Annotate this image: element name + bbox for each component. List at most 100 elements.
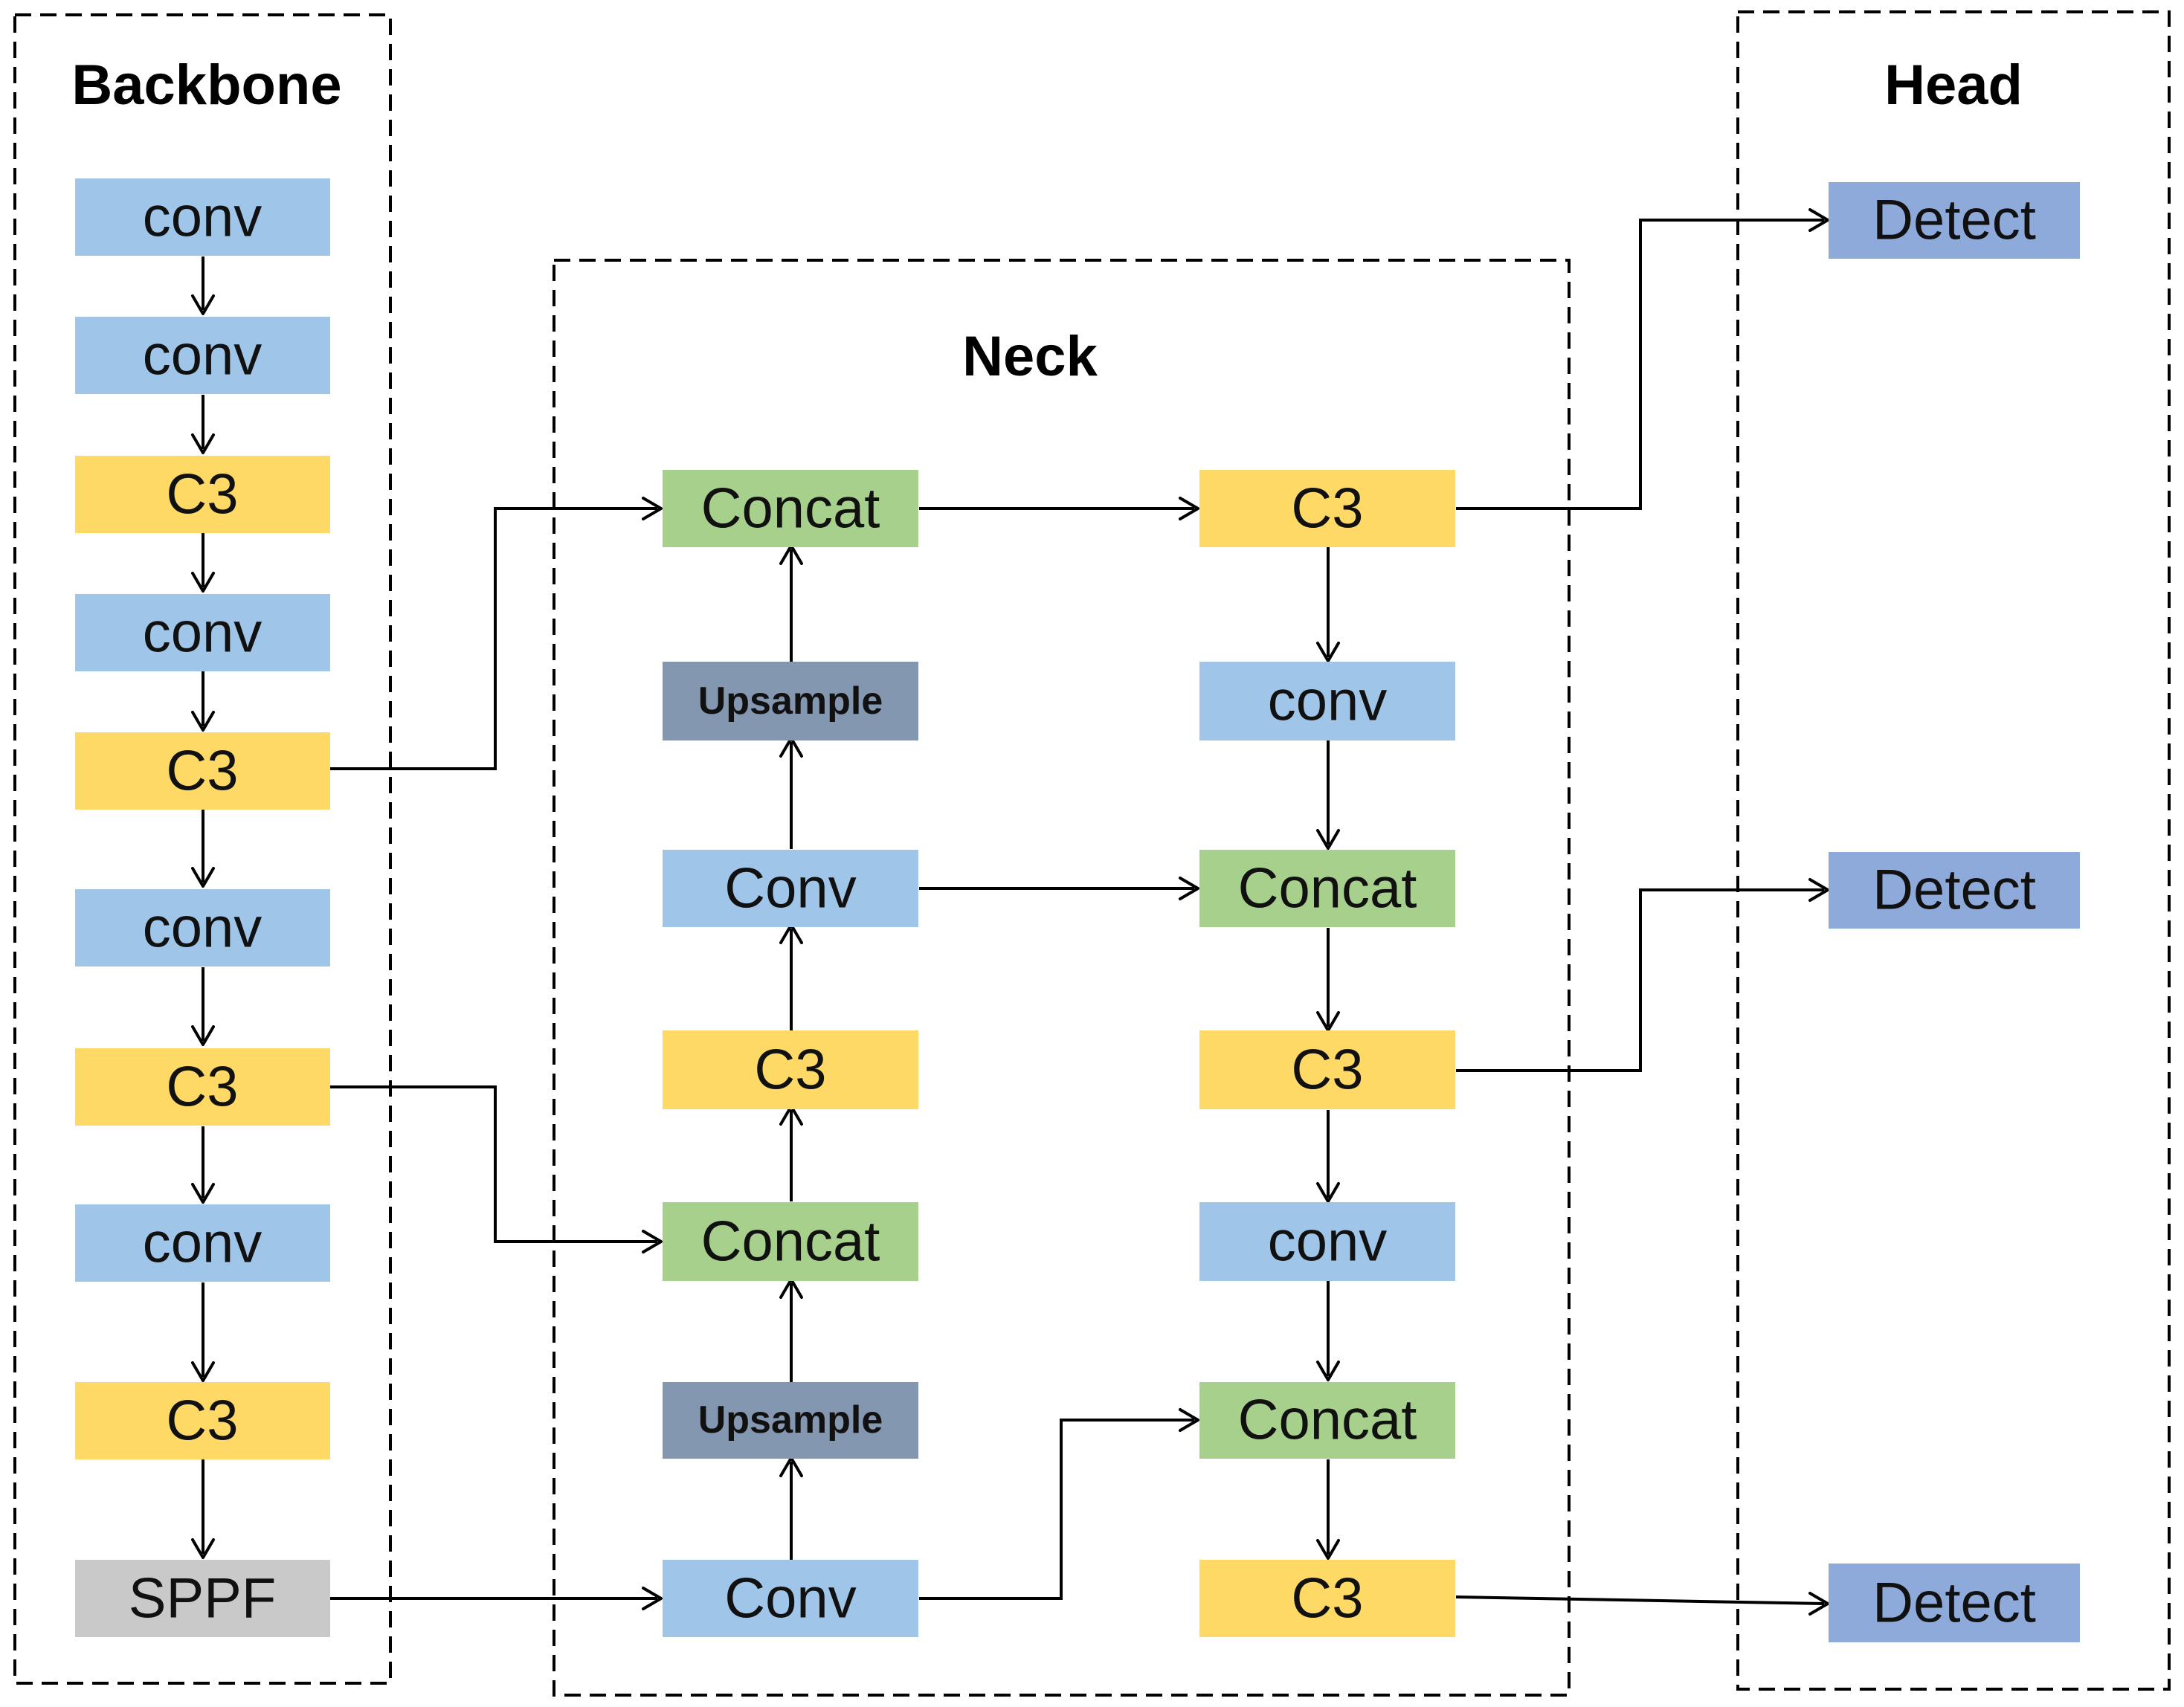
edge-b-sppf-to-n-conv-bot <box>329 1587 663 1610</box>
node-label: conv <box>1268 670 1388 733</box>
node-box <box>1199 1202 1455 1281</box>
edge-n-conv-mid-to-n-concat-r1 <box>919 877 1199 900</box>
node-label: Detect <box>1872 1572 2036 1635</box>
node-box <box>663 1202 918 1281</box>
edge-n-c3-mid-to-n-conv-mid <box>779 923 803 1030</box>
edge-n-conv-r2-to-n-concat-r2 <box>1316 1281 1340 1381</box>
node-label: C3 <box>1291 1567 1363 1630</box>
node-label: C3 <box>754 1039 826 1102</box>
backbone-conv-4: conv <box>75 889 330 967</box>
edge-n-concat-r1-to-n-c3-r2 <box>1316 928 1340 1032</box>
node-label: C3 <box>1291 477 1363 541</box>
neck-upsample-low: Upsample <box>663 1382 918 1459</box>
node-box <box>75 317 330 394</box>
neck-conv-bot: Conv <box>663 1560 918 1637</box>
edge-b-conv3-to-b-c3-2 <box>191 671 215 732</box>
node-label: Concat <box>1238 857 1417 920</box>
edge-b-c3-4-to-b-sppf <box>191 1459 215 1559</box>
node-box <box>75 732 330 810</box>
node-box <box>663 470 918 547</box>
backbone-title: Backbone <box>71 54 341 117</box>
head-detect-3: Detect <box>1829 1564 2080 1642</box>
neck-c3-right-3: C3 <box>1199 1560 1455 1637</box>
neck-group: Neck <box>553 259 1571 1697</box>
node-box <box>1199 662 1455 740</box>
node-label: Detect <box>1872 859 2036 922</box>
edge-b-c3-3-to-b-conv5 <box>191 1126 215 1204</box>
node-label: Detect <box>1872 189 2036 252</box>
node-box <box>75 1382 330 1459</box>
neck-conv-mid: Conv <box>663 850 918 927</box>
head-title: Head <box>1884 54 2023 117</box>
edge-n-c3-r1-to-h-detect1 <box>1456 208 1829 510</box>
node-box <box>663 1382 918 1459</box>
node-label: conv <box>143 1212 262 1275</box>
edge-b-conv1-to-b-conv2 <box>191 256 215 315</box>
node-label: conv <box>143 324 262 387</box>
edge-n-concat-low-to-n-c3-mid <box>779 1105 803 1201</box>
edge-b-conv5-to-b-c3-4 <box>191 1282 215 1382</box>
node-label: C3 <box>166 463 238 526</box>
neck-conv-right-1: conv <box>1199 662 1455 740</box>
node-box <box>75 456 330 533</box>
backbone-c3-1: C3 <box>75 456 330 533</box>
node-box <box>75 1560 330 1637</box>
node-box <box>663 1030 918 1109</box>
node-label: conv <box>1268 1210 1388 1274</box>
backbone-sppf: SPPF <box>75 1560 330 1637</box>
edge-b-conv2-to-b-c3-1 <box>191 395 215 454</box>
node-box <box>663 662 918 740</box>
node-box <box>663 1560 918 1637</box>
edge-n-conv-mid-to-n-upsample-top <box>779 737 803 849</box>
node-label: Concat <box>1238 1389 1417 1452</box>
head-group: Head <box>1736 10 2171 1691</box>
edge-b-conv4-to-b-c3-3 <box>191 967 215 1046</box>
edge-n-c3-r3-to-h-detect3 <box>1455 1592 1829 1616</box>
head-group-box <box>1736 10 2171 1691</box>
backbone-conv-2: conv <box>75 317 330 394</box>
node-box <box>1199 1560 1455 1637</box>
edge-n-concat-r2-to-n-c3-r3 <box>1316 1459 1340 1560</box>
neck-c3-right-1: C3 <box>1199 470 1455 547</box>
node-label: Concat <box>701 477 880 541</box>
edge-b-c3-1-to-b-conv3 <box>191 533 215 593</box>
node-box <box>1829 1564 2080 1642</box>
node-box <box>75 594 330 671</box>
neck-title: Neck <box>962 325 1098 388</box>
node-box <box>1199 850 1455 927</box>
edge-n-c3-r2-to-h-detect2 <box>1456 878 1829 1072</box>
edge-layer <box>191 208 1829 1616</box>
node-label: Concat <box>701 1210 880 1274</box>
neck-concat-right-2: Concat <box>1199 1382 1455 1459</box>
node-label: Upsample <box>698 680 883 723</box>
neck-concat-low: Concat <box>663 1202 918 1281</box>
node-label: C3 <box>166 1390 238 1453</box>
edge-n-upsample-low-to-n-concat-low <box>779 1278 803 1382</box>
node-label: conv <box>143 601 262 665</box>
node-label: Upsample <box>698 1398 883 1442</box>
node-label: conv <box>143 186 262 249</box>
node-layer: conv conv C3 conv C3 conv C3 conv <box>75 178 2080 1642</box>
backbone-group: Backbone <box>13 13 392 1685</box>
node-box <box>1199 1382 1455 1459</box>
edge-b-c3-2-to-n-concat-top <box>329 497 663 770</box>
backbone-group-box <box>13 13 392 1685</box>
backbone-c3-3: C3 <box>75 1048 330 1126</box>
node-box <box>75 1048 330 1126</box>
node-box <box>75 889 330 967</box>
edge-b-c3-3-to-n-concat-low <box>329 1085 663 1253</box>
edge-n-c3-r1-to-n-conv-r1 <box>1316 547 1340 662</box>
neck-conv-right-2: conv <box>1199 1202 1455 1281</box>
backbone-c3-4: C3 <box>75 1382 330 1459</box>
neck-concat-top: Concat <box>663 470 918 547</box>
backbone-conv-3: conv <box>75 594 330 671</box>
node-box <box>1199 1030 1455 1109</box>
backbone-conv-5: conv <box>75 1204 330 1282</box>
head-detect-1: Detect <box>1829 182 2080 259</box>
neck-c3-right-2: C3 <box>1199 1030 1455 1109</box>
node-label: C3 <box>166 740 238 803</box>
neck-group-box <box>553 259 1571 1697</box>
node-label: C3 <box>1291 1039 1363 1102</box>
edge-b-c3-2-to-b-conv4 <box>191 810 215 888</box>
